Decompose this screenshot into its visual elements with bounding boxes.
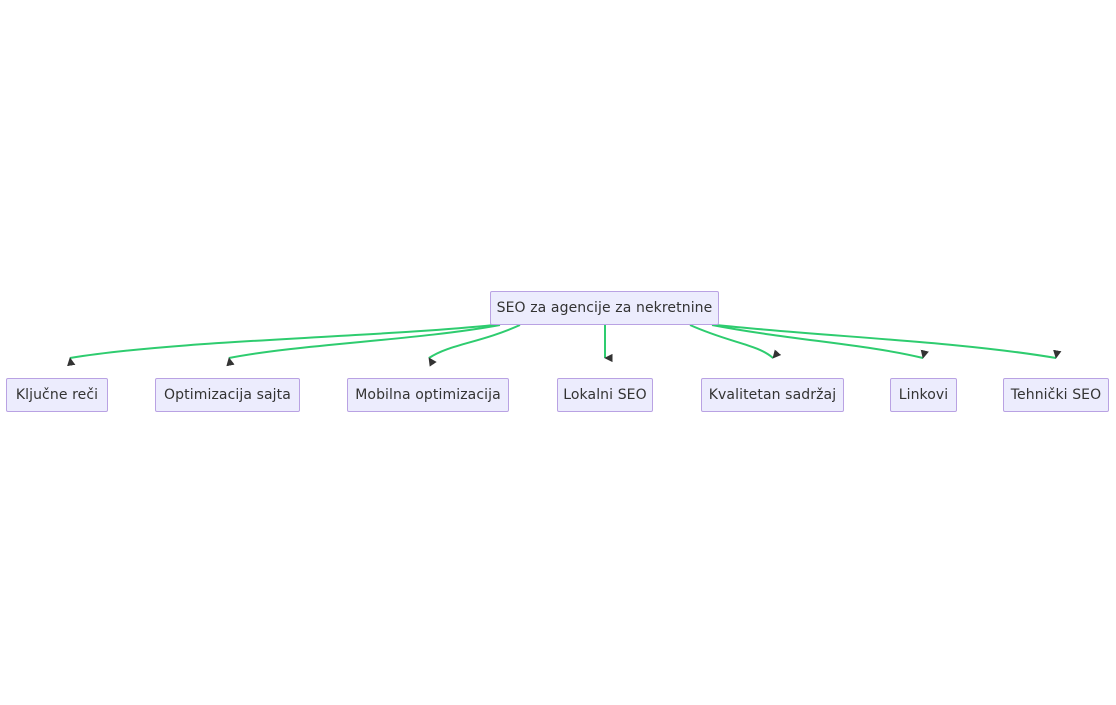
edge-root-to-kljucne-reci xyxy=(67,324,495,367)
edge-root-to-linkovi xyxy=(711,324,929,359)
node-tehnicki-seo-label: Tehnički SEO xyxy=(1010,387,1102,403)
node-lokalni-seo-label: Lokalni SEO xyxy=(563,387,647,403)
node-kljucne-reci-label: Ključne reči xyxy=(15,387,99,403)
edge-group xyxy=(67,324,1062,367)
node-tehnicki-seo[interactable]: Tehnički SEO xyxy=(1003,378,1109,412)
edge-root-to-mobilna-optimizacija xyxy=(428,324,521,367)
node-kljucne-reci[interactable]: Ključne reči xyxy=(6,378,108,412)
edge-root-to-optimizacija-sajta xyxy=(226,324,501,367)
node-linkovi[interactable]: Linkovi xyxy=(890,378,957,412)
node-root[interactable]: SEO za agencije za nekretnine xyxy=(490,291,719,325)
node-mobilna-optimizacija-label: Mobilna optimizacija xyxy=(355,387,501,403)
node-linkovi-label: Linkovi xyxy=(898,387,949,403)
node-mobilna-optimizacija[interactable]: Mobilna optimizacija xyxy=(347,378,509,412)
node-kvalitetan-sadrzaj[interactable]: Kvalitetan sadržaj xyxy=(701,378,844,412)
node-kvalitetan-sadrzaj-label: Kvalitetan sadržaj xyxy=(708,387,837,403)
node-lokalni-seo[interactable]: Lokalni SEO xyxy=(557,378,653,412)
node-root-label: SEO za agencije za nekretnine xyxy=(496,300,713,316)
edge-root-to-kvalitetan-sadrzaj xyxy=(689,324,782,359)
node-optimizacija-sajta-label: Optimizacija sajta xyxy=(164,387,291,403)
node-optimizacija-sajta[interactable]: Optimizacija sajta xyxy=(155,378,300,412)
edge-root-to-tehnicki-seo xyxy=(715,324,1062,359)
